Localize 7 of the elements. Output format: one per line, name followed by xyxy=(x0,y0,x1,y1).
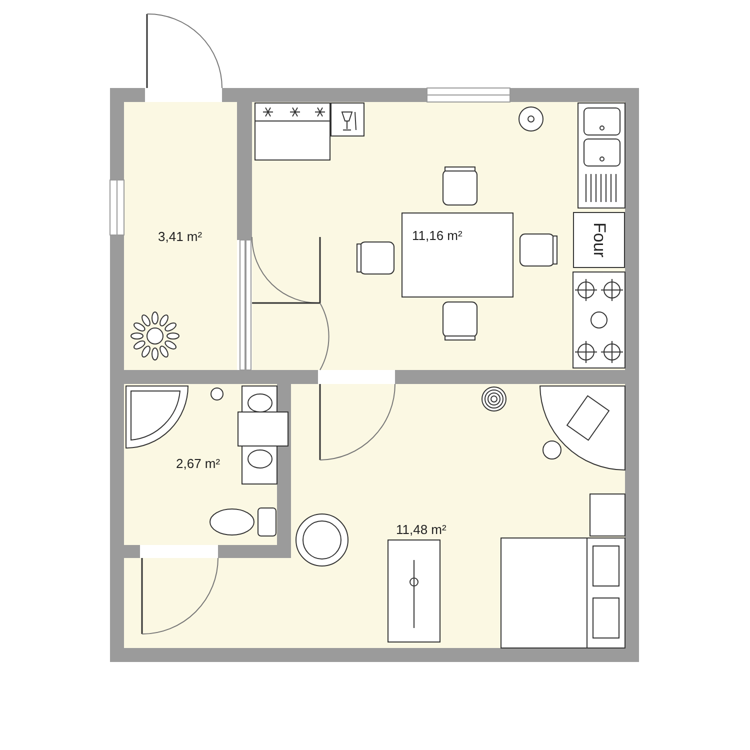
area-label: 11,48 m² xyxy=(396,522,446,537)
room-floor xyxy=(124,102,237,370)
area-label: 2,67 m² xyxy=(176,456,220,471)
oven xyxy=(573,212,625,268)
oven-label: Four xyxy=(589,222,609,258)
area-label: 11,16 m² xyxy=(412,228,462,243)
area-label: 3,41 m² xyxy=(158,229,202,244)
